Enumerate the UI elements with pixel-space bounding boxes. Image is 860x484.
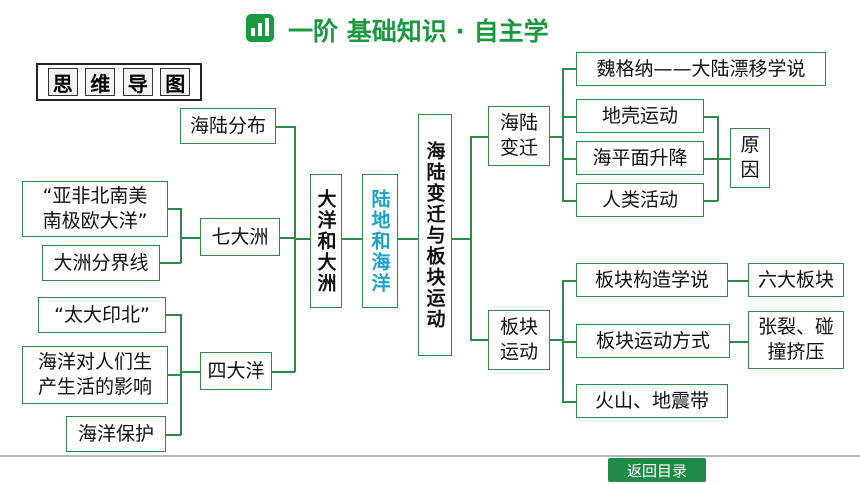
node-sea-land-change-plates: 海陆变迁与板块运动 [418, 114, 452, 356]
node-oceans-mnemonic: “太大印北” [38, 297, 166, 333]
node-seven-continents: 七大洲 [200, 218, 280, 256]
connector [550, 339, 563, 341]
node-continental-drift: 魏格纳——大陆漂移学说 [576, 52, 826, 86]
node-oceans-continents: 大洋和大洲 [310, 174, 342, 308]
mindmap-label: 思 维 导 图 [36, 63, 202, 101]
connector [276, 126, 295, 128]
connector [452, 238, 471, 240]
node-continent-boundaries: 大洲分界线 [42, 245, 160, 281]
connector [272, 371, 295, 373]
connector [562, 341, 576, 343]
connector [562, 68, 576, 70]
connector [717, 116, 719, 201]
node-ocean-impact: 海洋对人们生 产生活的影响 [22, 346, 168, 404]
mindmap-char: 图 [160, 68, 191, 96]
back-to-contents-button[interactable]: 返回目录 [608, 458, 706, 482]
node-ocean-land-distribution: 海陆分布 [180, 108, 276, 144]
connector [342, 238, 362, 240]
node-land-and-ocean: 陆地和海洋 [362, 174, 398, 308]
node-continents-mnemonic: “亚非北南美 南极欧大洋” [22, 181, 168, 237]
connector [180, 237, 201, 239]
connector [470, 136, 488, 138]
node-plate-tectonics: 板块构造学说 [576, 263, 728, 297]
mindmap-char: 维 [85, 68, 116, 96]
node-six-plates: 六大板块 [748, 263, 844, 297]
connector [180, 208, 182, 263]
node-label: 海陆变迁与板块运动 [423, 140, 446, 330]
node-rift-collision: 张裂、碰 撞挤压 [748, 311, 844, 369]
connector [294, 238, 310, 240]
node-four-oceans: 四大洋 [200, 352, 272, 390]
connector [168, 374, 181, 376]
node-label: 大洋和大洲 [314, 188, 337, 294]
node-cause: 原 因 [730, 128, 770, 188]
node-plate-movement: 板块 运动 [488, 310, 550, 370]
connector [730, 341, 748, 343]
mindmap-char: 导 [122, 68, 153, 96]
node-plate-movement-types: 板块运动方式 [576, 324, 730, 358]
connector [550, 136, 563, 138]
page-title: 一阶 基础知识 · 自主学 [288, 17, 549, 46]
connector [728, 280, 748, 282]
connector [166, 314, 181, 316]
connector [180, 371, 201, 373]
node-sea-land-change: 海陆 变迁 [488, 106, 550, 166]
node-ocean-protection: 海洋保护 [66, 416, 166, 452]
node-label: 陆地和海洋 [368, 188, 391, 294]
connector [280, 237, 295, 239]
connector [398, 238, 418, 240]
connector [562, 116, 576, 118]
node-crustal-movement: 地壳运动 [576, 99, 704, 133]
connector [294, 126, 296, 372]
connector [562, 200, 576, 202]
connector [470, 136, 472, 340]
connector [168, 208, 181, 210]
footer-divider [0, 455, 860, 457]
connector [704, 116, 718, 118]
connector [562, 401, 576, 403]
connector [562, 68, 564, 201]
mindmap-char: 思 [47, 68, 78, 96]
connector [166, 434, 181, 436]
connector [704, 200, 718, 202]
connector [160, 262, 181, 264]
node-volcano-earthquake-belts: 火山、地震带 [576, 384, 728, 418]
connector [470, 339, 488, 341]
bar-chart-icon [246, 14, 274, 42]
node-sea-level-change: 海平面升降 [576, 141, 704, 175]
connector [562, 280, 576, 282]
connector [562, 158, 576, 160]
node-human-activity: 人类活动 [576, 183, 704, 217]
